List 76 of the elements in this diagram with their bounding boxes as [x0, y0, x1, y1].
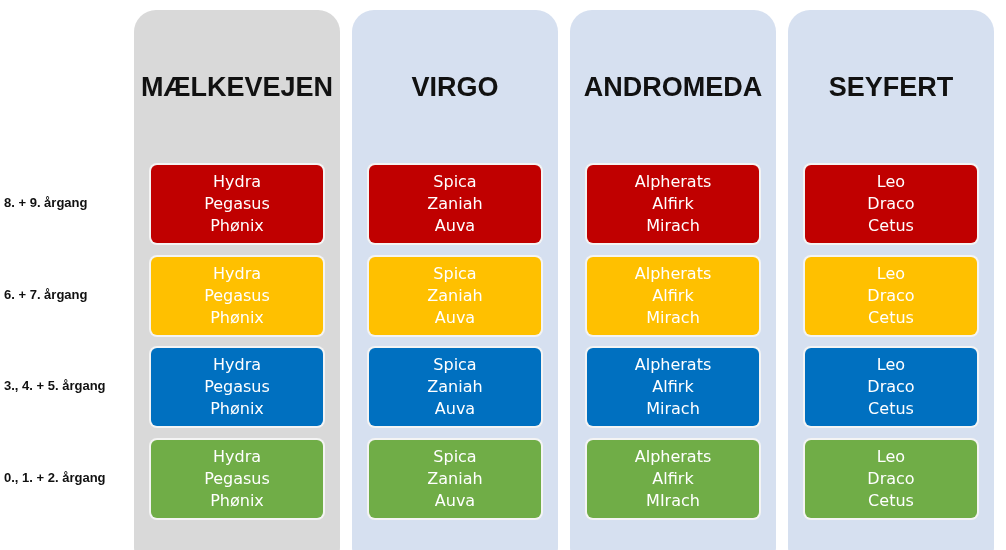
star-name: Hydra — [212, 263, 261, 285]
star-name: Alfirk — [652, 193, 694, 215]
star-name: Pegasus — [204, 468, 270, 490]
star-name: Mirach — [646, 398, 700, 420]
star-name: Leo — [876, 171, 906, 193]
star-name: Auva — [434, 307, 476, 329]
name-box — [805, 348, 977, 426]
name-box — [369, 440, 541, 518]
star-name: Auva — [434, 215, 476, 237]
name-box — [369, 165, 541, 243]
star-name: Alpherats — [634, 171, 712, 193]
star-name: Draco — [867, 376, 915, 398]
star-name: Alfirk — [652, 468, 694, 490]
column-panel — [788, 10, 994, 550]
star-name: Zaniah — [427, 468, 483, 490]
star-name: Phønix — [210, 490, 264, 512]
grade-label: 8. + 9. årgang — [4, 195, 89, 210]
name-box — [369, 257, 541, 335]
name-box — [151, 257, 323, 335]
star-name: Leo — [876, 263, 906, 285]
star-name: Phønix — [210, 307, 264, 329]
star-name: Phønix — [210, 215, 264, 237]
star-name: Phønix — [210, 398, 264, 420]
star-name: Mirach — [646, 307, 700, 329]
star-name: Spica — [433, 263, 477, 285]
grade-label: 0., 1. + 2. årgang — [4, 470, 107, 485]
name-box — [369, 348, 541, 426]
star-name: Leo — [876, 354, 906, 376]
star-name: Spica — [433, 354, 477, 376]
name-box — [587, 257, 759, 335]
name-box — [805, 165, 977, 243]
name-box — [587, 348, 759, 426]
star-name: Auva — [434, 490, 476, 512]
star-name: Draco — [867, 468, 915, 490]
star-name: Pegasus — [204, 193, 270, 215]
star-name: Zaniah — [427, 285, 483, 307]
column-panel — [352, 10, 558, 550]
column-title: SEYFERT — [827, 72, 955, 103]
star-name: Mirach — [646, 215, 700, 237]
star-name: Alfirk — [652, 376, 694, 398]
star-name: Alfirk — [652, 285, 694, 307]
star-name: Pegasus — [204, 285, 270, 307]
star-name: Hydra — [212, 354, 261, 376]
column-title: VIRGO — [410, 72, 500, 103]
star-name: Hydra — [212, 446, 261, 468]
star-name: Cetus — [868, 490, 914, 512]
star-name: Spica — [433, 171, 477, 193]
name-box — [587, 440, 759, 518]
name-box — [805, 440, 977, 518]
star-name: Hydra — [212, 171, 261, 193]
star-name: Spica — [433, 446, 477, 468]
column-title: ANDROMEDA — [582, 72, 764, 103]
star-name: Pegasus — [204, 376, 270, 398]
grade-label: 3., 4. + 5. årgang — [4, 378, 107, 393]
star-name: MIrach — [646, 490, 700, 512]
name-box — [151, 348, 323, 426]
star-name: Zaniah — [427, 376, 483, 398]
star-name: Cetus — [868, 398, 914, 420]
name-box — [151, 165, 323, 243]
star-name: Alpherats — [634, 446, 712, 468]
star-name: Cetus — [868, 307, 914, 329]
grade-label: 6. + 7. årgang — [4, 287, 89, 302]
star-name: Draco — [867, 285, 915, 307]
star-name: Leo — [876, 446, 906, 468]
star-name: Zaniah — [427, 193, 483, 215]
name-box — [587, 165, 759, 243]
column-panel — [134, 10, 340, 550]
column-title: MÆLKEVEJEN — [139, 72, 334, 103]
column-panel — [570, 10, 776, 550]
name-box — [151, 440, 323, 518]
star-name: Cetus — [868, 215, 914, 237]
star-name: Alpherats — [634, 354, 712, 376]
star-name: Draco — [867, 193, 915, 215]
star-name: Alpherats — [634, 263, 712, 285]
star-name: Auva — [434, 398, 476, 420]
name-box — [805, 257, 977, 335]
